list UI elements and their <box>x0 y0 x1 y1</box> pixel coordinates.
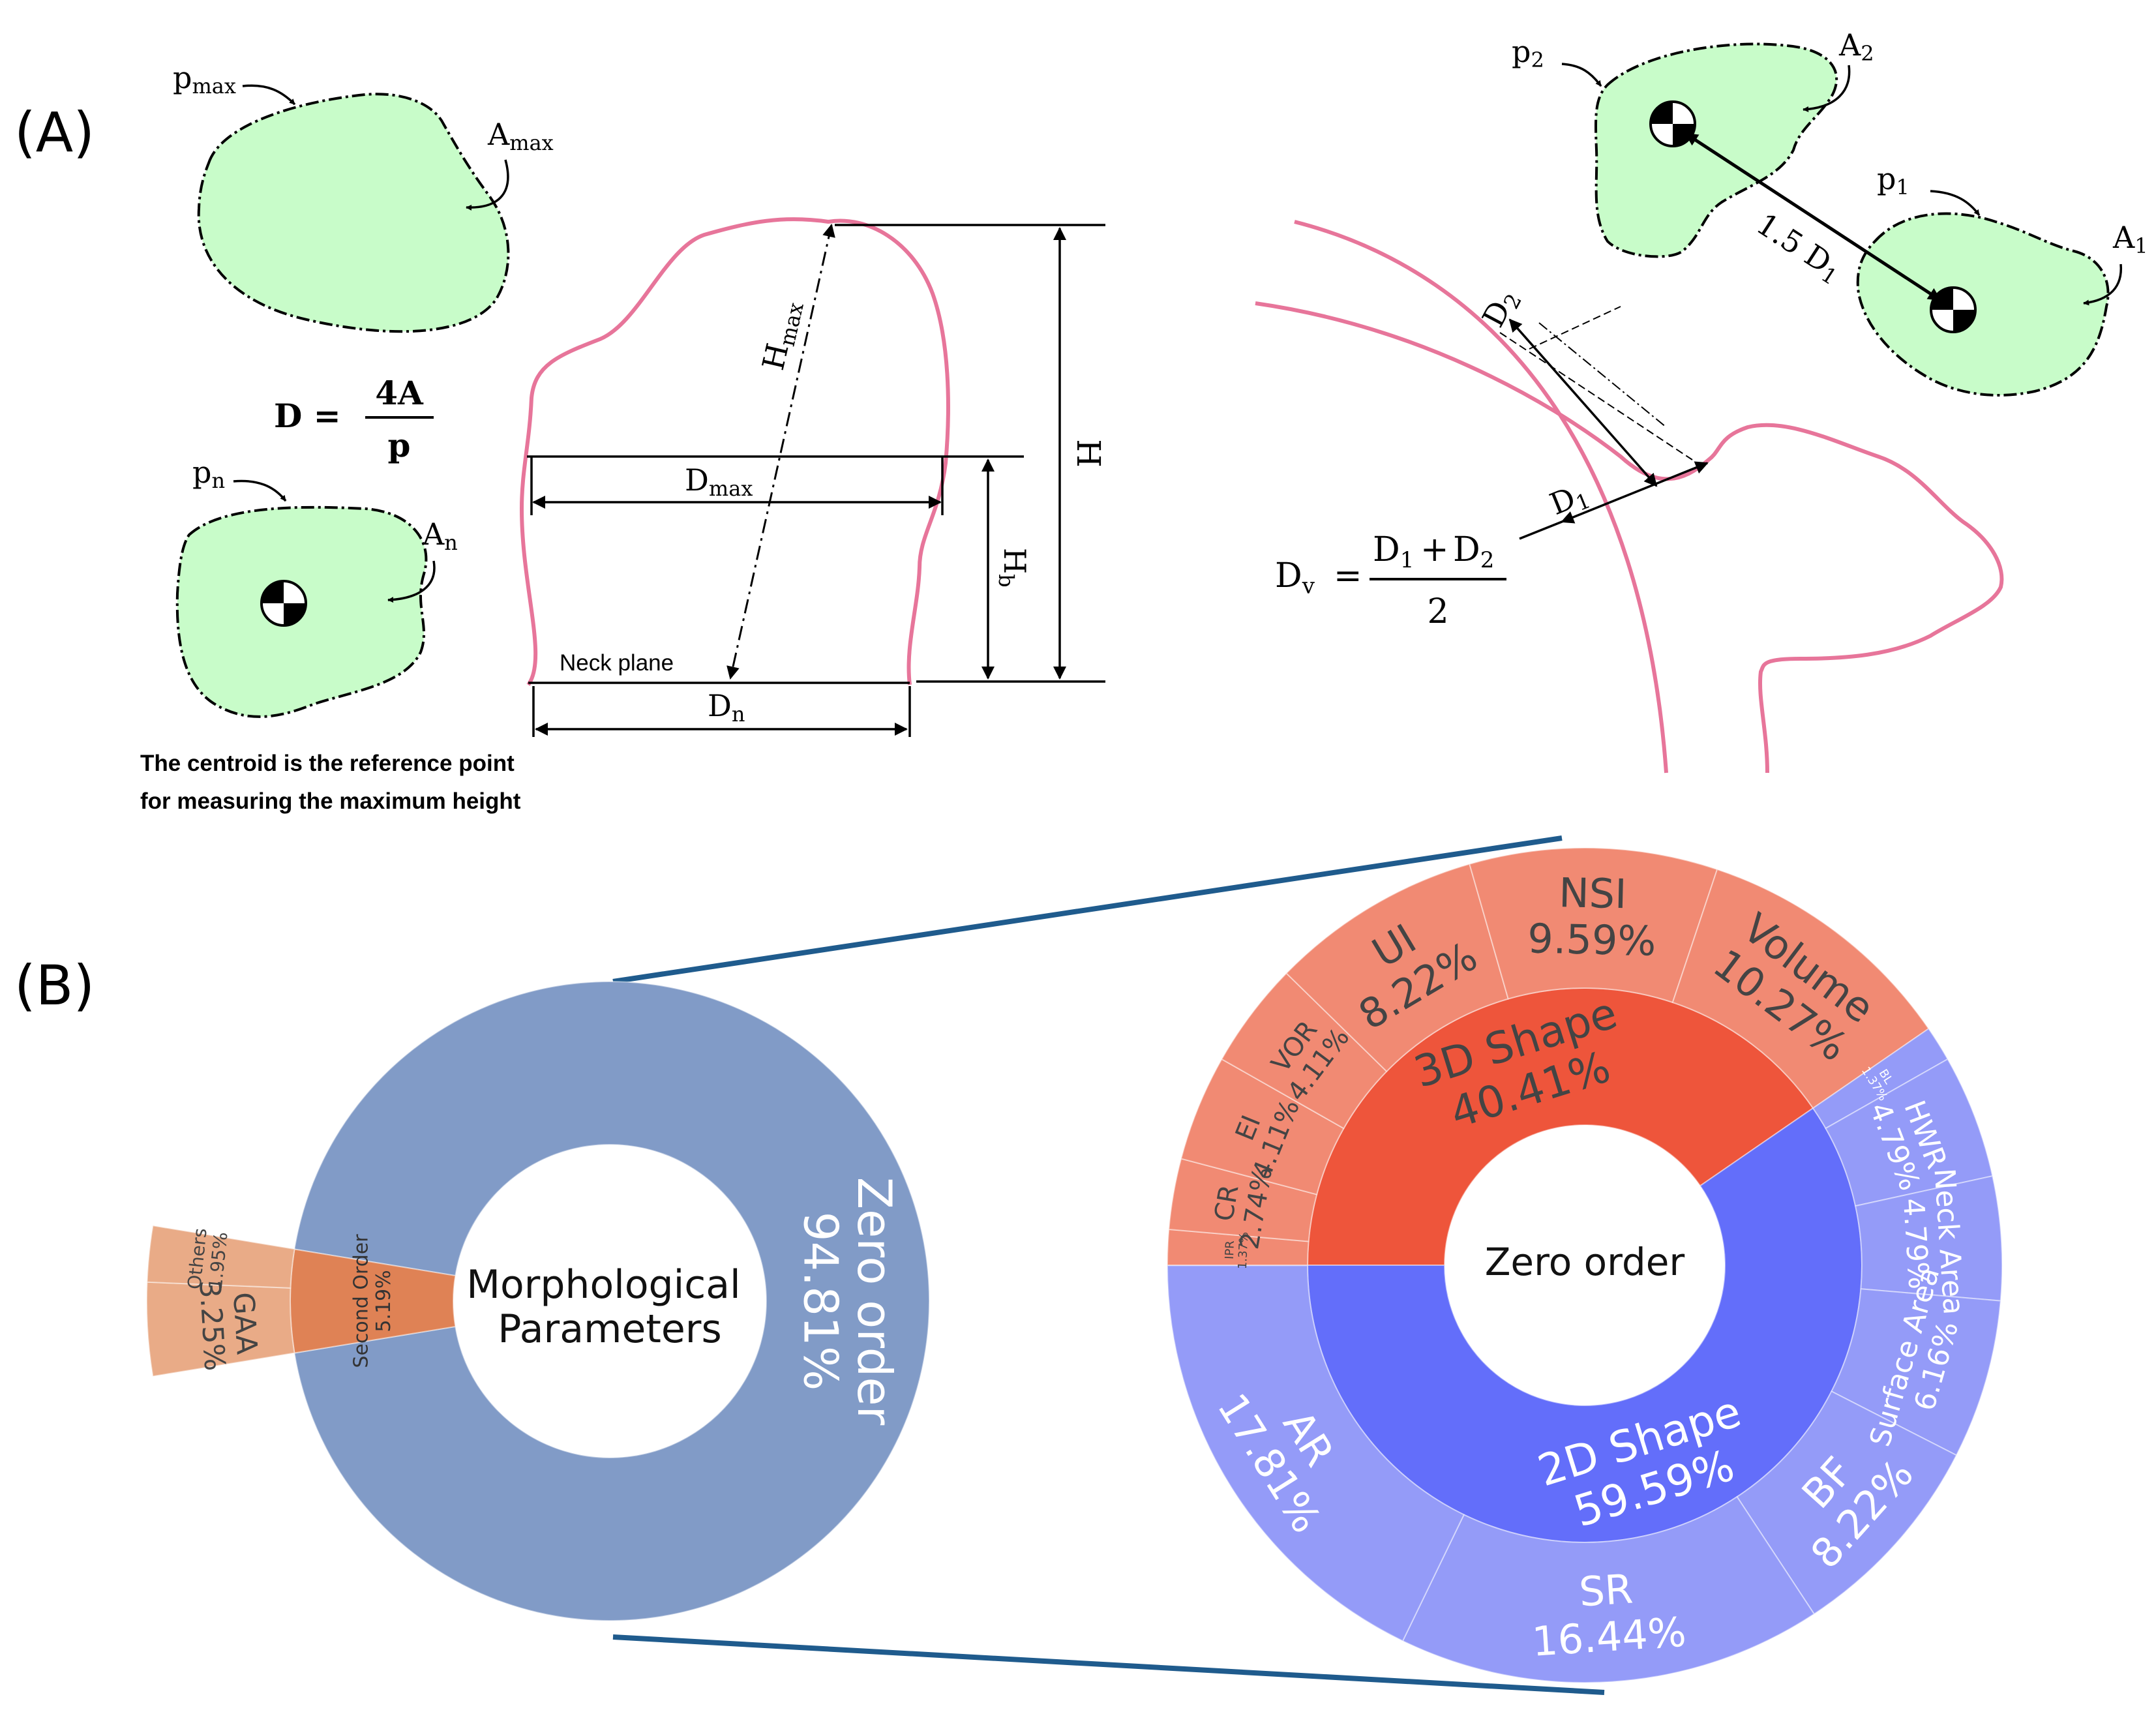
vessel-outer-wall <box>1294 220 1668 773</box>
dmax-label: Dmax <box>685 462 753 501</box>
p2-label: p2 <box>1512 34 1544 72</box>
svg-text:D2: D2 <box>1453 530 1494 573</box>
segment-bf <box>1736 1390 1958 1615</box>
segment-ui <box>1285 863 1509 1073</box>
right-sunburst-marks <box>1166 847 2003 1684</box>
svg-text:+: + <box>1420 530 1449 569</box>
panel-a: (A) pmax Amax D = 4A p pn An The cen <box>14 27 2148 814</box>
an-label: An <box>422 517 458 555</box>
centroid-2-icon <box>1649 100 1696 147</box>
d1-extension-line <box>1519 520 1563 540</box>
svg-text:D =: D = <box>274 397 341 435</box>
hb-label: Hb <box>994 548 1032 588</box>
centroid-1-icon <box>1930 286 1977 333</box>
amax-arrow <box>466 159 509 211</box>
left-sunburst-labels: Zero order94.81% Second Order5.19% GAA3.25… <box>183 1177 902 1426</box>
distance-label: 1.5 D1 <box>1748 206 1849 290</box>
svg-text:D1: D1 <box>1373 530 1414 573</box>
panel-a-label: (A) <box>14 100 95 164</box>
segment-surface-area <box>1831 1288 2001 1456</box>
an-arrow <box>387 560 436 603</box>
dn-label: Dn <box>708 688 745 727</box>
blob-max-cross-section <box>197 93 510 333</box>
label-others: Others1.95% <box>183 1227 232 1293</box>
label-second-order: Second Order5.19% <box>350 1234 395 1368</box>
segment-zero-order <box>293 981 930 1621</box>
svg-text:=: = <box>1334 556 1362 595</box>
h-label: H <box>1070 439 1107 468</box>
vessel-inner-wall <box>1255 301 2004 773</box>
zero-order-sunburst: Zero order 3D Shape40.41%2D Shape59.59%V… <box>1166 847 2003 1684</box>
pn-label: pn <box>192 455 225 493</box>
d2-label: D2 <box>1475 283 1527 334</box>
vessel-guide-line-c <box>1529 306 1621 350</box>
a2-label: A2 <box>1838 27 1874 66</box>
neck-plane-label: Neck plane <box>560 650 674 676</box>
p1-arrow <box>1930 190 1981 217</box>
segment-nsi <box>1469 847 1718 1004</box>
segment-gaa <box>146 1281 295 1377</box>
dv-formula: Dv = D1 + D2 2 <box>1275 530 1506 631</box>
centroid-distance-arrow <box>1684 132 1941 302</box>
segment-volume <box>1671 868 1930 1109</box>
label-zero-order: Zero order94.81% <box>793 1177 902 1426</box>
segment-3d-shape <box>1306 987 1814 1266</box>
d1-label: D1 <box>1545 475 1594 525</box>
label-nsi: NSI9.59% <box>1527 868 1658 965</box>
neck-centroid-icon <box>260 580 307 627</box>
diameter-formula: D = 4A p <box>274 374 434 464</box>
a1-arrow <box>2083 263 2122 306</box>
segment-sr <box>1401 1495 1816 1684</box>
svg-text:4A: 4A <box>375 374 424 412</box>
pmax-arrow <box>242 84 296 106</box>
zoom-connector-top <box>612 835 1563 984</box>
right-center-label: Zero order <box>1485 1240 1685 1284</box>
a2-arrow <box>1803 65 1851 113</box>
p1-label: p1 <box>1877 161 1909 200</box>
blob-1-cross-section <box>1856 212 2110 397</box>
segment-2d-shape <box>1306 1107 1863 1544</box>
svg-text:p: p <box>388 426 411 464</box>
a1-label: A1 <box>2112 220 2148 258</box>
amax-label: Amax <box>487 117 554 155</box>
zoom-connector-bottom <box>612 1634 1605 1695</box>
d1-arrow <box>1561 461 1709 524</box>
segment-vor <box>1221 972 1388 1130</box>
d2-arrow <box>1508 318 1658 487</box>
svg-text:Dv: Dv <box>1275 556 1315 599</box>
segment-ar <box>1166 1265 1465 1642</box>
morphological-parameters-sunburst: Morphological Parameters Zero order94.81… <box>146 981 930 1621</box>
hmax-line <box>726 224 835 680</box>
segment-neck-area <box>1854 1175 2003 1302</box>
label-gaa: GAA3.25% <box>192 1277 264 1372</box>
svg-text:2: 2 <box>1427 592 1448 631</box>
label-sr: SR16.44% <box>1527 1561 1687 1665</box>
pn-arrow <box>233 479 287 502</box>
label-ipr: IPR1.37% <box>1222 1231 1251 1270</box>
p2-arrow <box>1561 63 1602 87</box>
left-center-label: Morphological Parameters <box>466 1262 753 1352</box>
aneurysm-sac-outline <box>519 217 950 686</box>
pmax-label: pmax <box>173 60 236 98</box>
blob-2-cross-section <box>1594 42 1838 258</box>
panel-b-label: (B) <box>14 954 95 1017</box>
segment-bl <box>1812 1027 1949 1130</box>
centroid-note: The centroid is the reference point for … <box>140 751 521 814</box>
panel-b: (B) Morphological Parameters Zero order9… <box>14 835 2003 1695</box>
left-sunburst-marks <box>146 981 930 1621</box>
segment-others <box>146 1225 295 1289</box>
